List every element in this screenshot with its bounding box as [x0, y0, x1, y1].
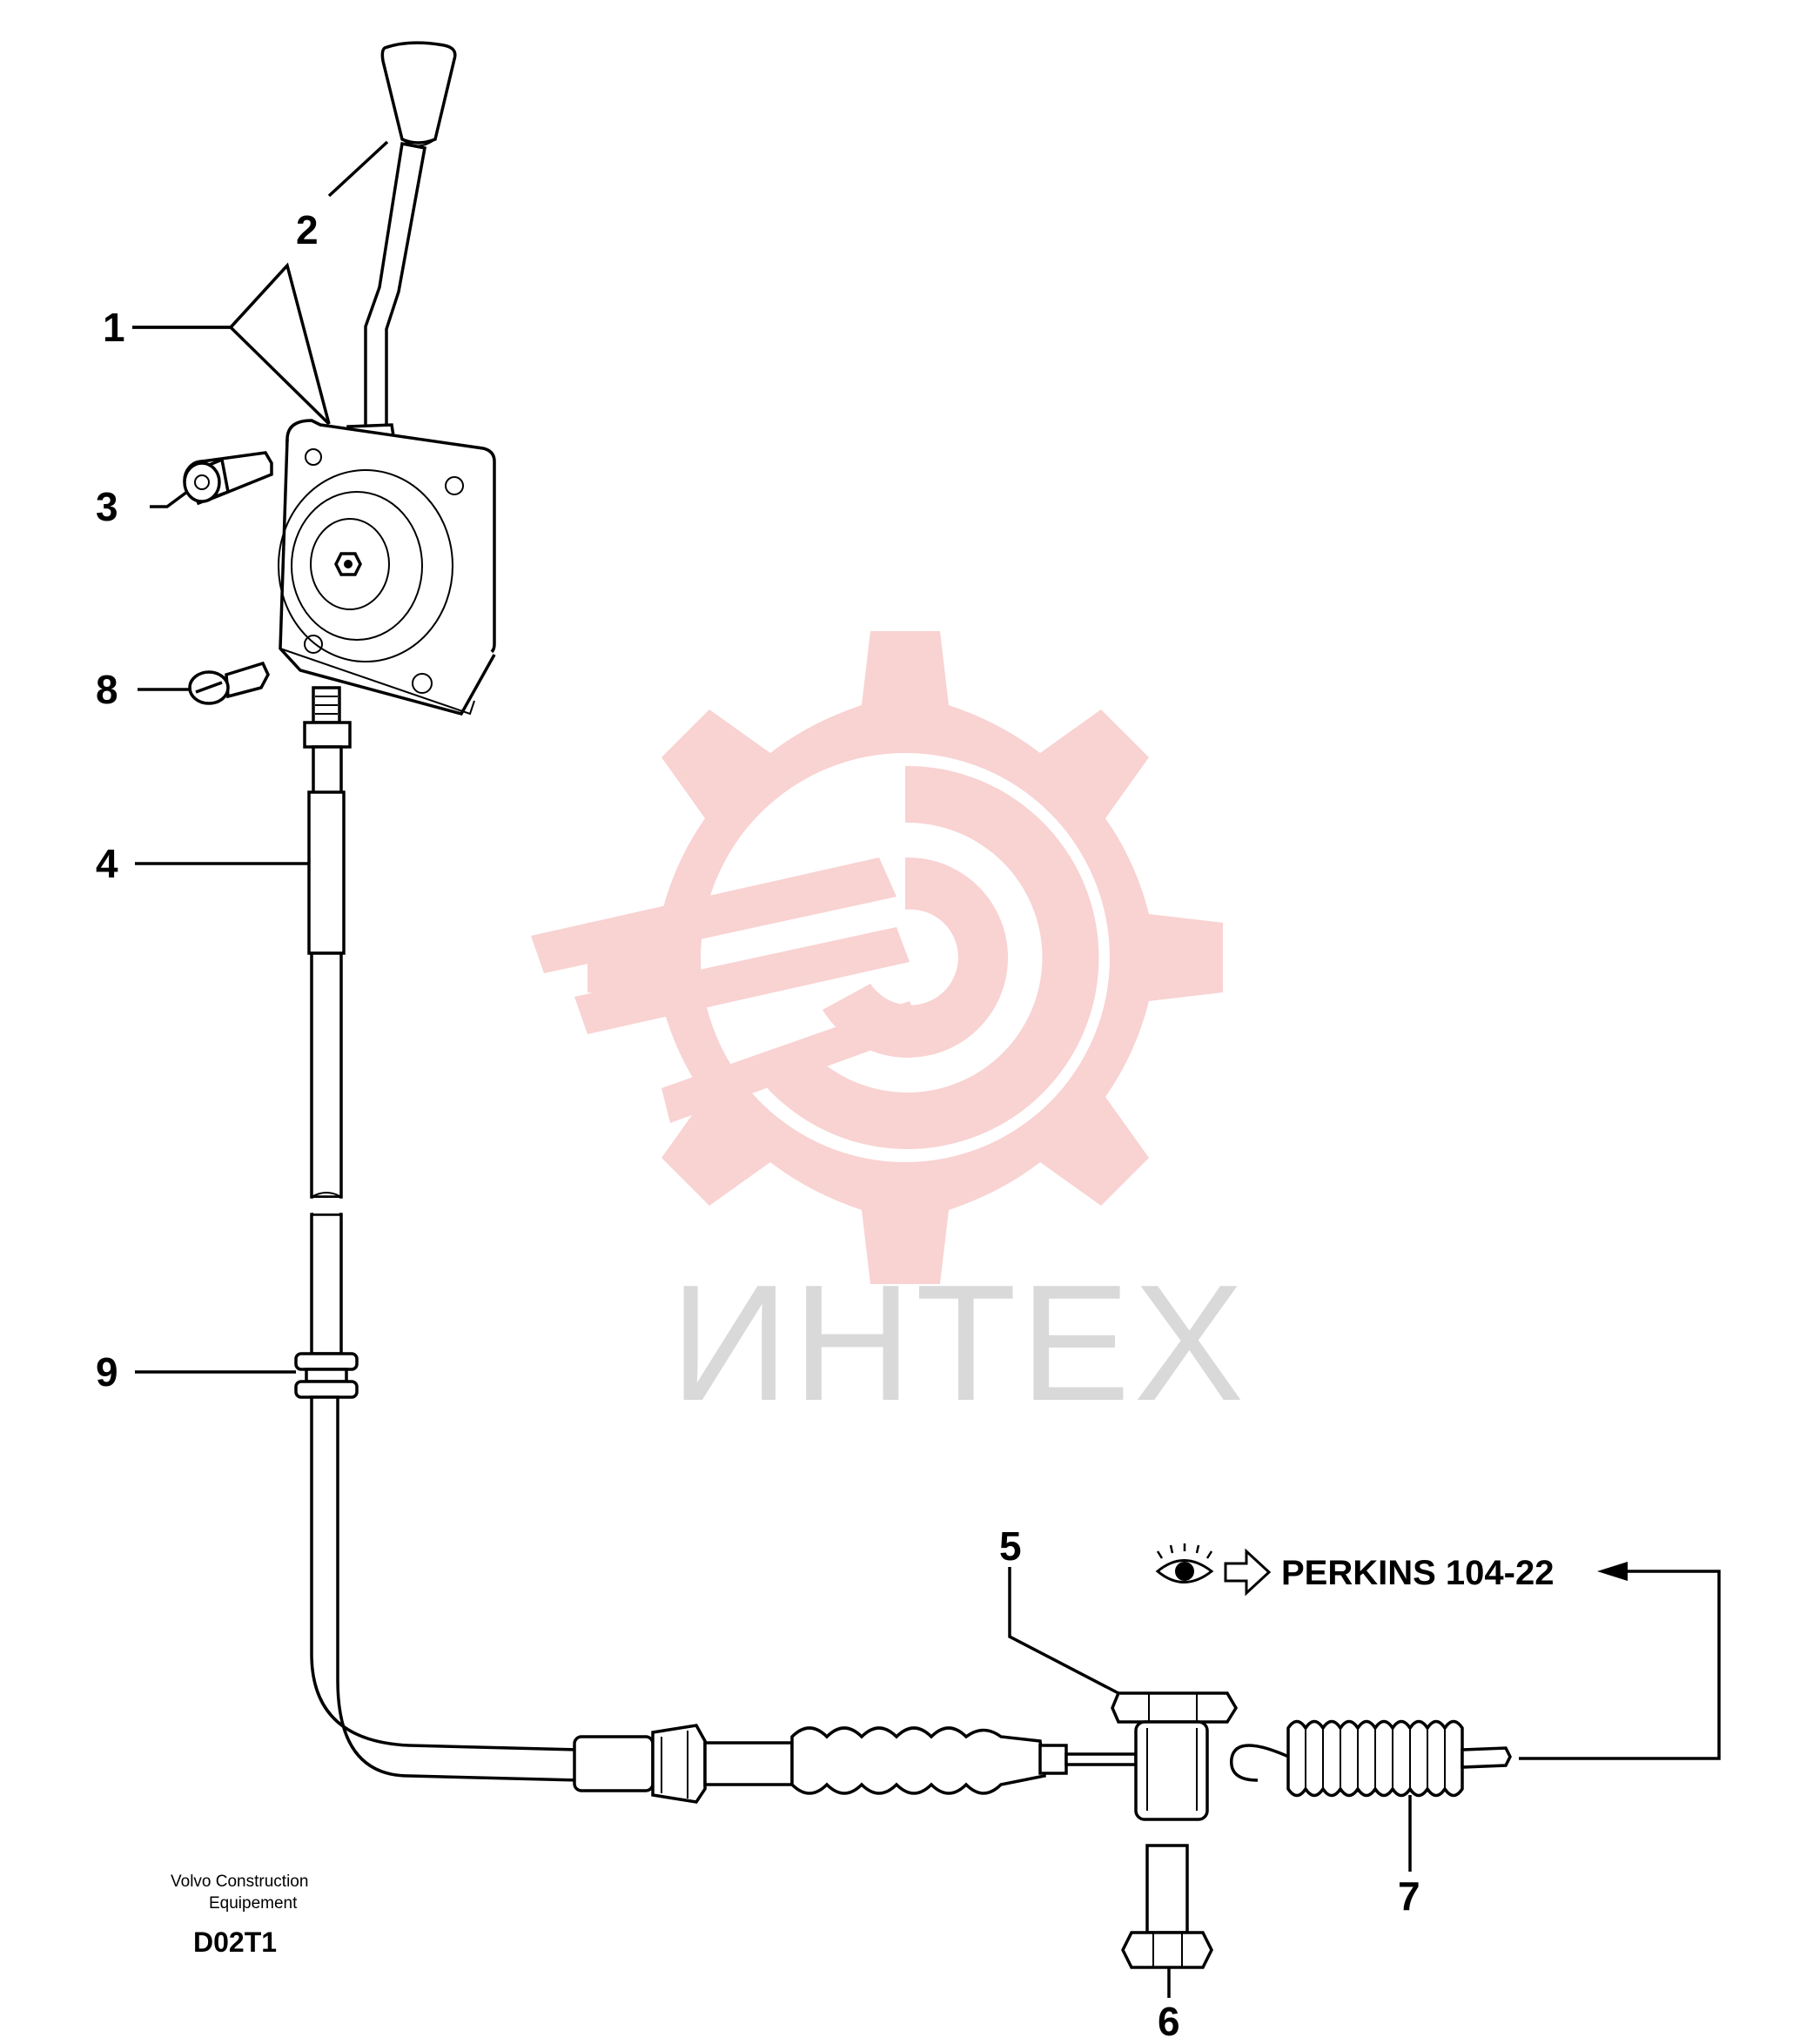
footer-line1: Volvo Construction	[171, 1873, 308, 1891]
footer: Volvo Construction Equipement D02T1	[171, 1873, 308, 1958]
callout-9: 9	[96, 1349, 118, 1395]
tension-spring	[1230, 1719, 1512, 1798]
callout-7: 7	[1398, 1873, 1420, 1919]
callout-4: 4	[96, 841, 118, 886]
callout-5: 5	[999, 1523, 1022, 1569]
watermark-logo: ИНТЕХ	[531, 631, 1247, 1436]
watermark-text: ИНТЕХ	[670, 1251, 1247, 1436]
swivel-connector	[1111, 1691, 1239, 1821]
callout-1: 1	[103, 305, 125, 350]
control-lever-assembly	[278, 41, 496, 797]
speed-lines	[531, 857, 923, 1123]
callout-labels: 1 2 3 4 5 6 7 8 9	[96, 207, 1420, 2044]
socket-screw	[183, 451, 273, 506]
control-cable	[294, 790, 1138, 1804]
arrow-right-icon	[1224, 1548, 1272, 1597]
drawing-code: D02T1	[193, 1926, 277, 1958]
screw	[1121, 1844, 1213, 1969]
callout-8: 8	[96, 667, 118, 712]
callout-3: 3	[96, 484, 118, 529]
slotted-screw	[188, 661, 270, 705]
callout-6: 6	[1158, 1999, 1180, 2044]
reference-text: PERKINS 104-22	[1281, 1554, 1554, 1592]
leader-lines	[132, 140, 1721, 1998]
eye-icon	[1155, 1543, 1214, 1583]
footer-line2: Equipement	[209, 1894, 298, 1913]
callout-2: 2	[296, 207, 319, 252]
grommet	[294, 1352, 359, 1399]
reference-note: PERKINS 104-22	[1155, 1543, 1554, 1597]
